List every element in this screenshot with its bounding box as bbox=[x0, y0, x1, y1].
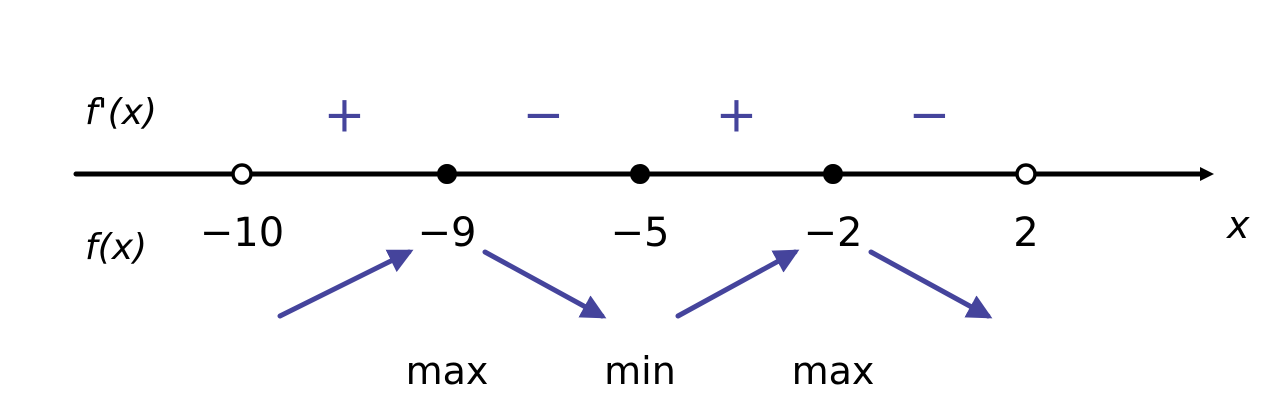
derivative-signs: + − + − bbox=[324, 86, 951, 144]
point-label: 2 bbox=[1013, 210, 1038, 256]
function-row-label: f(x) bbox=[85, 227, 147, 268]
open-point bbox=[231, 163, 253, 185]
max-label: max bbox=[792, 349, 875, 393]
point-label: −2 bbox=[804, 210, 863, 256]
minus-sign: − bbox=[523, 86, 565, 144]
derivative-row-label: f'(x) bbox=[85, 92, 157, 133]
plus-sign: + bbox=[324, 86, 366, 144]
function-trend-arrows bbox=[277, 249, 993, 319]
increasing-arrow-icon bbox=[277, 249, 414, 319]
axis-arrowhead-icon bbox=[1200, 167, 1214, 181]
critical-points bbox=[231, 163, 1037, 185]
filled-point bbox=[437, 164, 457, 184]
increasing-arrow-icon bbox=[675, 249, 800, 319]
max-label: max bbox=[406, 349, 489, 393]
filled-point bbox=[823, 164, 843, 184]
open-point bbox=[1015, 163, 1037, 185]
point-labels: −10 −9 −5 −2 2 bbox=[200, 210, 1039, 256]
point-label: −5 bbox=[611, 210, 670, 256]
min-label: min bbox=[604, 349, 676, 393]
axis-variable-label: x bbox=[1226, 203, 1250, 247]
filled-point bbox=[630, 164, 650, 184]
decreasing-arrow-icon bbox=[482, 249, 607, 319]
extrema-labels: max min max bbox=[406, 349, 875, 393]
decreasing-arrow-icon bbox=[868, 249, 993, 319]
minus-sign: − bbox=[909, 86, 951, 144]
point-label: −10 bbox=[200, 210, 284, 256]
plus-sign: + bbox=[716, 86, 758, 144]
point-label: −9 bbox=[418, 210, 477, 256]
